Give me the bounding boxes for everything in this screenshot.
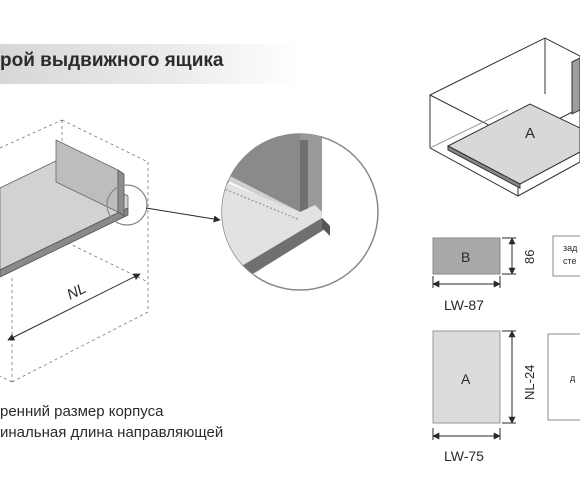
panel-b-label: B xyxy=(461,249,470,265)
detail-zoom xyxy=(221,133,379,291)
panel-b-note-2: сте xyxy=(563,256,577,266)
panel-a-width: LW-75 xyxy=(444,448,484,464)
panel-a-note: д xyxy=(570,373,576,383)
panel-b-height: 86 xyxy=(522,250,537,264)
cabinet-drawing xyxy=(0,119,149,383)
panel-a-label: A xyxy=(461,371,471,387)
drawer-box xyxy=(429,37,580,197)
panel-b-width: LW-87 xyxy=(444,297,484,313)
title-band xyxy=(0,44,300,84)
box-back-b xyxy=(571,57,580,115)
box-label-a: A xyxy=(525,125,535,142)
panel-b xyxy=(432,235,580,288)
panel-a xyxy=(432,330,580,440)
nl-label: NL xyxy=(64,280,89,304)
panel-a-height: NL-24 xyxy=(522,365,537,400)
panel-b-note-1: зад xyxy=(563,243,578,253)
detail-callout-circle xyxy=(106,184,148,226)
nl-dimension xyxy=(7,273,141,341)
page-title: рой выдвижного ящика xyxy=(0,50,224,71)
legend-line-1: ренний размер корпуса xyxy=(0,403,164,420)
legend-line-2: инальная длина направляющей xyxy=(0,424,224,441)
